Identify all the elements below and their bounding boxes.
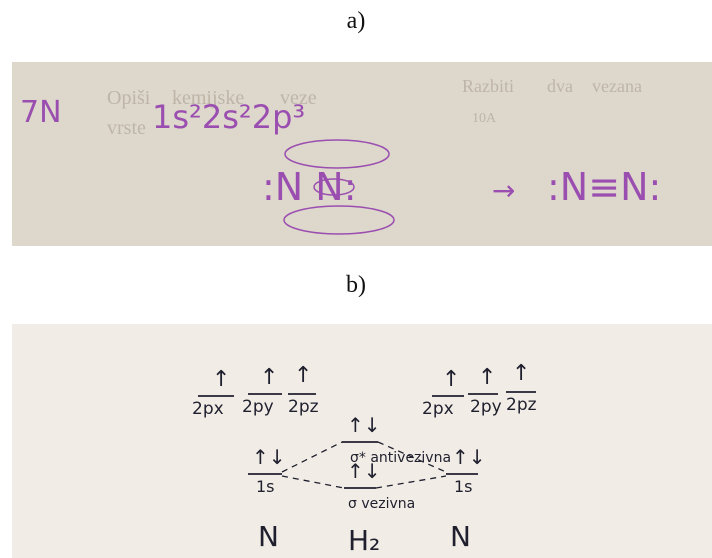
electron-arrow: ↑↓ — [347, 459, 381, 483]
shared-pair-loop — [313, 178, 355, 196]
left-atom-symbol: N — [258, 520, 279, 553]
bg-word: vrste — [107, 117, 146, 139]
orbital-label: 2px — [422, 399, 454, 419]
orbital-label: 2py — [470, 397, 502, 417]
orbital-label: σ vezivna — [348, 496, 415, 512]
electron-arrow: ↑↓ — [252, 445, 286, 469]
bg-word: veze — [280, 87, 317, 109]
electron-arrow: ↑ — [478, 365, 496, 390]
electron-arrow: ↑ — [442, 367, 460, 392]
correlation-line — [281, 441, 343, 473]
molecule-symbol: H₂ — [348, 524, 380, 557]
correlation-line — [377, 441, 447, 473]
electron-arrow: ↑ — [294, 363, 312, 388]
left-2p-orbitals: ↑ 2px ↑ 2py ↑ 2pz — [192, 363, 319, 419]
lewis-structure-left: :N N: — [262, 165, 357, 209]
panel-a-drawing: Opiši vrste kemijske veze Razbiti dva ve… — [12, 62, 712, 246]
left-1s-orbital: ↑↓ 1s — [248, 445, 286, 496]
antibonding-orbital: ↑↓ σ* antivezivna — [342, 413, 451, 466]
correlation-line — [375, 475, 447, 489]
right-2p-orbitals: ↑ 2px ↑ 2py ↑ 2pz — [422, 361, 537, 419]
bonding-orbital: ↑↓ σ vezivna — [344, 459, 415, 512]
panel-b-caption: b) — [346, 272, 366, 298]
bg-word: Opiši — [107, 87, 151, 109]
paper-background — [12, 62, 712, 246]
bg-word: kemijske — [172, 87, 244, 109]
electron-arrow: ↑↓ — [347, 413, 381, 437]
paper-background — [12, 324, 712, 558]
electron-pair-loop — [284, 139, 390, 169]
bg-word: vezana — [592, 76, 642, 96]
electron-arrow: ↑ — [260, 365, 278, 390]
orbital-label: 2pz — [288, 397, 319, 417]
reaction-arrow: → — [492, 174, 515, 207]
bg-word: 10A — [472, 111, 497, 126]
panel-b-photo: ↑ 2px ↑ 2py ↑ 2pz ↑ 2px ↑ 2py ↑ 2pz ↑↓ — [12, 324, 712, 558]
lewis-structure-right: :N≡N: — [547, 165, 661, 209]
panel-b-drawing: ↑ 2px ↑ 2py ↑ 2pz ↑ 2px ↑ 2py ↑ 2pz ↑↓ — [12, 324, 712, 558]
orbital-label: 1s — [256, 477, 275, 496]
electron-arrow: ↑ — [512, 361, 530, 386]
orbital-label: 2px — [192, 399, 224, 419]
orbital-label: 2py — [242, 397, 274, 417]
panel-a-caption: a) — [346, 8, 366, 34]
correlation-lines — [281, 441, 447, 489]
bg-word: Razbiti — [462, 76, 514, 96]
orbital-label: σ* antivezivna — [350, 450, 451, 466]
orbital-label: 1s — [454, 477, 473, 496]
element-symbol: 7N — [20, 95, 62, 130]
panel-a-photo: Opiši vrste kemijske veze Razbiti dva ve… — [12, 62, 712, 246]
electron-configuration: 1s²2s²2p³ — [152, 98, 305, 136]
electron-arrow: ↑ — [212, 367, 230, 392]
right-1s-orbital: ↑↓ 1s — [446, 445, 486, 496]
bg-word: dva — [547, 76, 573, 96]
electron-arrow: ↑↓ — [452, 445, 486, 469]
orbital-label: 2pz — [506, 395, 537, 415]
electron-pair-loop — [283, 205, 395, 235]
right-atom-symbol: N — [450, 520, 471, 553]
